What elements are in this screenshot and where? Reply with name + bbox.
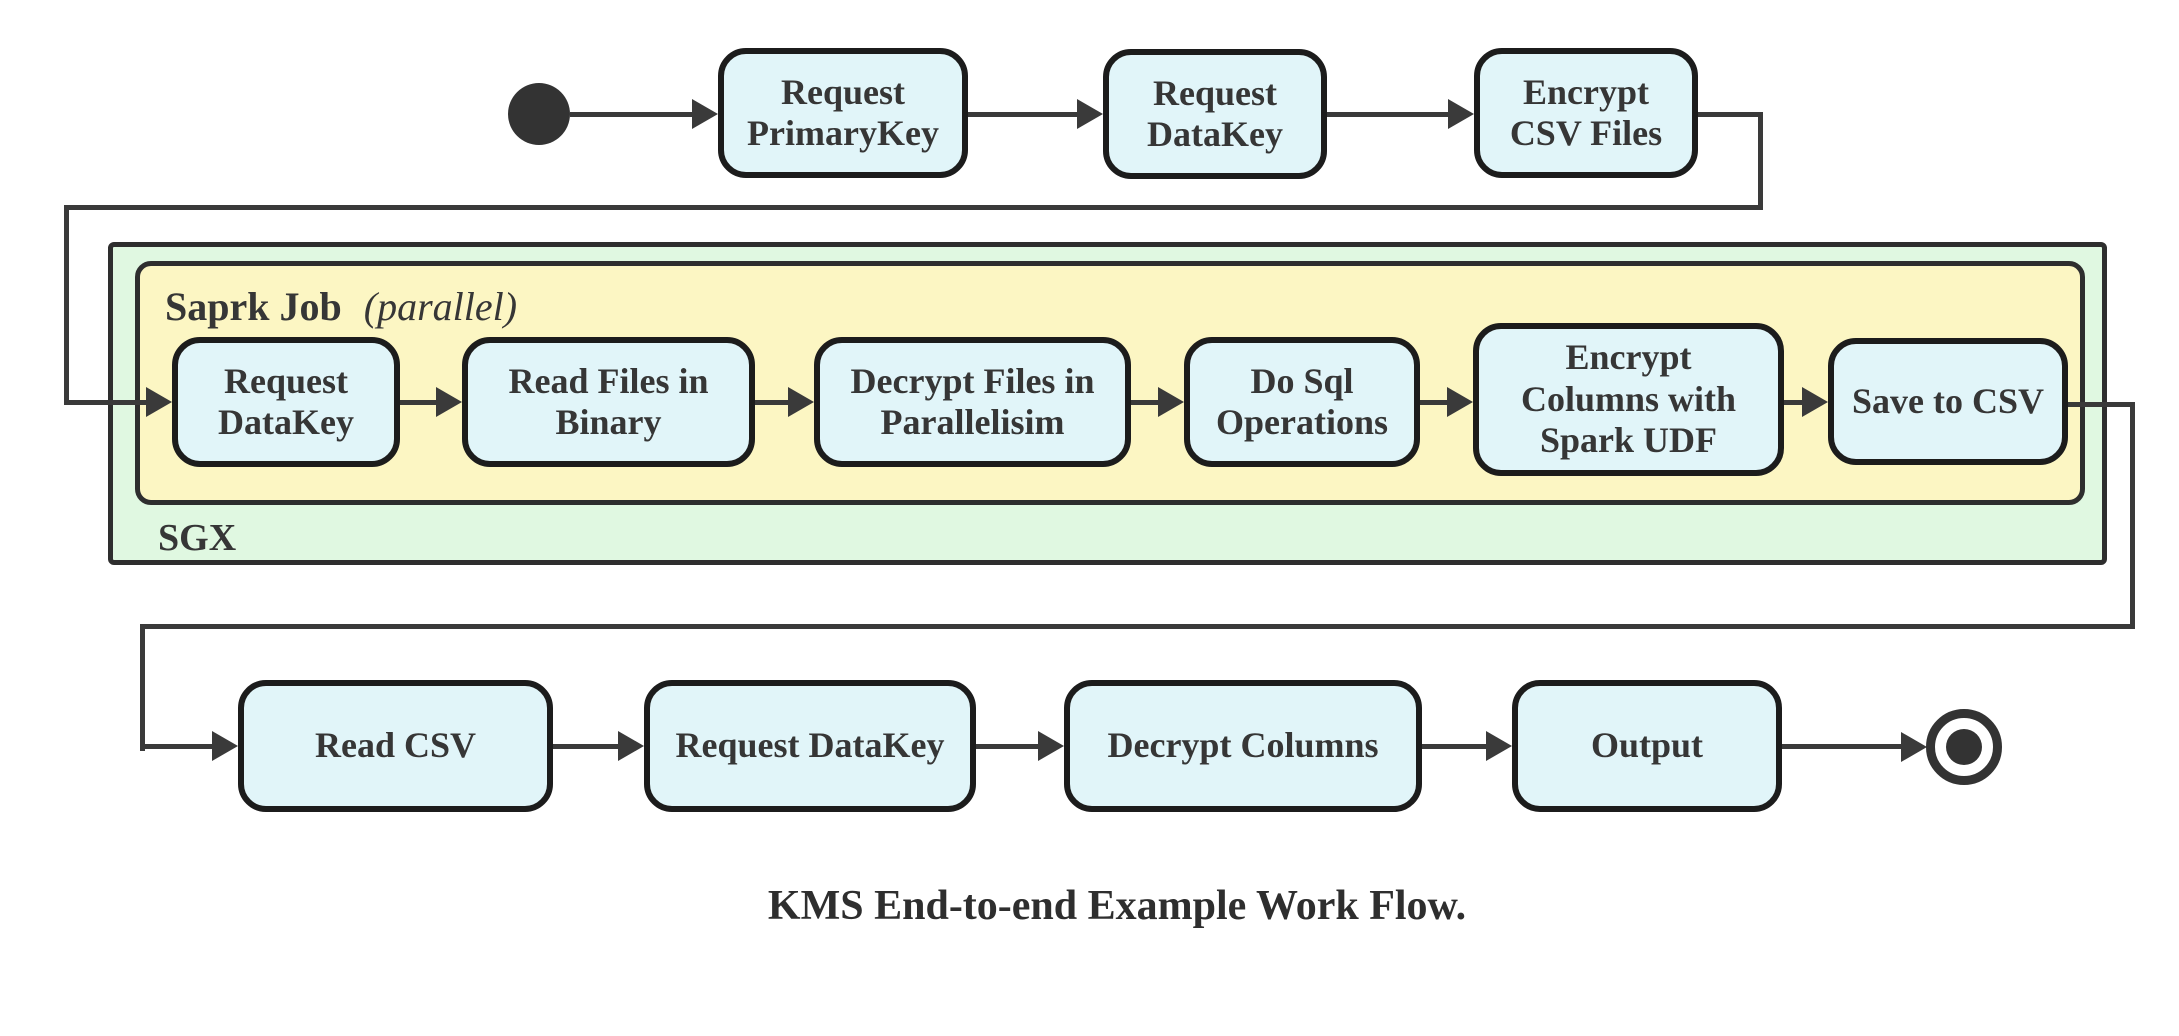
activity-node-encrypt-columns-with-spark-udf: Encrypt Columns with Spark UDF — [1473, 323, 1784, 476]
connector-segment — [64, 205, 69, 405]
connector-segment — [753, 400, 788, 405]
node-label: Encrypt Columns with Spark UDF — [1520, 337, 1737, 461]
connector-segment — [968, 112, 1077, 117]
arrowhead-icon — [1901, 732, 1927, 762]
node-label: Output — [1590, 725, 1704, 766]
arrowhead-icon — [212, 731, 238, 761]
arrowhead-icon — [1038, 731, 1064, 761]
activity-node-request-datakey-bottom: Request DataKey — [644, 680, 976, 812]
activity-node-request-datakey-top: Request DataKey — [1103, 49, 1327, 179]
activity-node-decrypt-files-in-parallelisim: Decrypt Files in Parallelisim — [814, 337, 1131, 467]
node-label: Request DataKey — [218, 360, 354, 442]
activity-node-read-files-in-binary: Read Files in Binary — [462, 337, 755, 467]
node-label: Request PrimaryKey — [747, 71, 939, 153]
connector-segment — [1758, 112, 1763, 210]
arrowhead-icon — [788, 387, 814, 417]
initial-node-icon — [508, 83, 570, 145]
connector-segment — [140, 624, 145, 751]
arrowhead-icon — [1447, 387, 1473, 417]
node-label: Encrypt CSV Files — [1509, 71, 1663, 153]
connector-segment — [1782, 400, 1802, 405]
connector-segment — [398, 400, 436, 405]
arrowhead-icon — [1077, 99, 1103, 129]
connector-segment — [64, 205, 1763, 210]
connector-segment — [1698, 112, 1763, 117]
spark-job-label: Saprk Job (parallel) — [165, 283, 517, 330]
final-node-dot — [1946, 729, 1982, 765]
connector-segment — [1418, 400, 1447, 405]
arrowhead-icon — [692, 99, 718, 129]
arrowhead-icon — [436, 387, 462, 417]
arrowhead-icon — [1802, 387, 1828, 417]
activity-node-request-datakey-sgx: Request DataKey — [172, 337, 400, 467]
final-node-icon — [1926, 709, 2002, 785]
arrowhead-icon — [1448, 99, 1474, 129]
connector-segment — [1327, 112, 1448, 117]
arrowhead-icon — [146, 387, 172, 417]
activity-node-encrypt-csv-files: Encrypt CSV Files — [1474, 48, 1698, 178]
diagram-caption: KMS End-to-end Example Work Flow. — [767, 883, 1467, 929]
node-label: Do Sql Operations — [1215, 360, 1388, 442]
activity-node-output: Output — [1512, 680, 1782, 812]
arrowhead-icon — [1486, 731, 1512, 761]
node-label: Save to CSV — [1851, 380, 2044, 421]
activity-node-save-to-csv: Save to CSV — [1828, 338, 2068, 465]
activity-node-request-primarykey: Request PrimaryKey — [718, 48, 968, 178]
arrowhead-icon — [618, 731, 644, 761]
connector-segment — [1129, 400, 1158, 405]
connector-segment — [974, 744, 1038, 749]
node-label: Read CSV — [314, 725, 476, 766]
connector-segment — [64, 400, 146, 405]
connector-segment — [551, 744, 618, 749]
connector-segment — [2066, 402, 2135, 407]
activity-node-decrypt-columns: Decrypt Columns — [1064, 680, 1422, 812]
node-label: Decrypt Files in Parallelisim — [850, 360, 1095, 442]
connector-segment — [570, 112, 692, 117]
connector-segment — [1420, 744, 1486, 749]
node-label: Request DataKey — [1147, 72, 1283, 154]
connector-segment — [1780, 744, 1901, 749]
sgx-label: SGX — [158, 517, 237, 559]
node-label: Read Files in Binary — [508, 360, 709, 442]
connector-segment — [140, 624, 2135, 629]
activity-node-do-sql-operations: Do Sql Operations — [1184, 337, 1420, 467]
arrowhead-icon — [1158, 387, 1184, 417]
connector-segment — [140, 744, 212, 749]
connector-segment — [2130, 402, 2135, 629]
node-label: Request DataKey — [675, 725, 945, 766]
node-label: Decrypt Columns — [1107, 725, 1379, 766]
spark-job-label-name: Saprk Job — [165, 284, 342, 329]
activity-node-read-csv: Read CSV — [238, 680, 553, 812]
spark-job-label-mode: (parallel) — [363, 284, 518, 329]
